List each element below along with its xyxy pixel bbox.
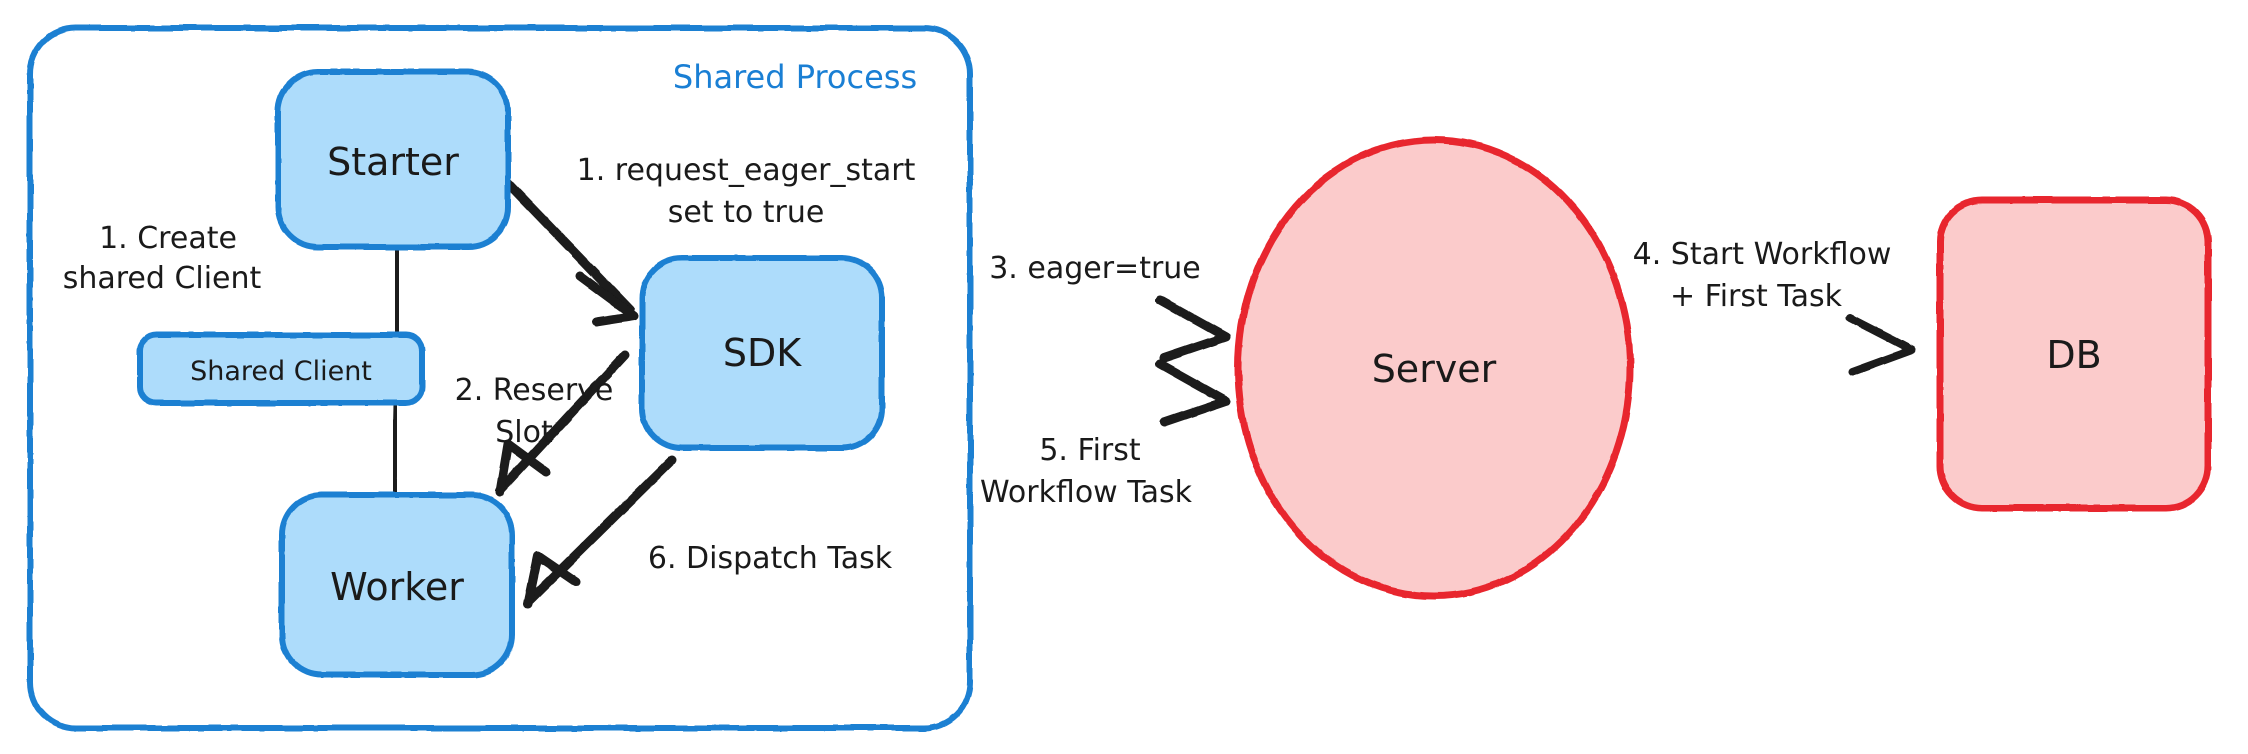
edge-label-5-line2: + First Task [1670, 279, 1843, 314]
node-db-shape [1936, 196, 2212, 512]
edge-label-6-line1: 5. First [1039, 433, 1141, 468]
edge-label-start-workflow: 4. Start Workflow + First Task [1633, 237, 1892, 314]
node-shared-client-label: Shared Client [190, 356, 372, 387]
node-server[interactable]: Server [1234, 136, 1634, 600]
node-shared-client-shape [137, 332, 425, 406]
node-starter-label: Starter [327, 140, 459, 184]
group-shared-process: Shared Process [27, 25, 973, 731]
edge-line-1b [391, 401, 399, 503]
edge-label-1-line2: shared Client [63, 261, 262, 296]
edge-eager-true [884, 295, 1231, 363]
edge-line-2 [495, 170, 635, 315]
node-sdk[interactable]: SDK [639, 255, 885, 451]
edge-label-reserve-slot: 2. Reserve Slot [455, 373, 614, 450]
edge-label-first-workflow-task: 5. First Workflow Task [980, 433, 1193, 510]
edge-reserve-slot [495, 350, 630, 497]
node-sdk-shape [639, 255, 885, 451]
edge-label-1-line1: 1. Create [99, 221, 237, 256]
edge-arrowhead-6 [1155, 359, 1231, 427]
edge-arrowhead-3 [495, 439, 551, 497]
edge-label-4-line1: 3. eager=true [989, 251, 1201, 286]
edge-line-3 [495, 350, 630, 495]
edge-label-dispatch-task: 6. Dispatch Task [648, 541, 893, 576]
node-server-shape [1234, 136, 1634, 600]
edge-label-6-line2: Workflow Task [980, 475, 1193, 510]
edge-arrowhead-7 [523, 551, 581, 609]
edge-line-7 [525, 455, 677, 605]
shared-process-border [27, 25, 973, 731]
node-shared-client[interactable]: Shared Client [137, 332, 425, 406]
edge-arrowhead-4 [1155, 295, 1231, 363]
edge-request-eager-start [495, 170, 639, 327]
node-worker-label: Worker [330, 565, 464, 609]
edge-label-3-line2: Slot [495, 415, 553, 450]
edge-label-2-line2: set to true [668, 195, 825, 230]
edge-label-2-line1: 1. request_eager_start [577, 153, 916, 188]
node-starter[interactable]: Starter [275, 69, 511, 250]
edge-arrowhead-2 [575, 271, 639, 327]
edge-label-5-line1: 4. Start Workflow [1633, 237, 1892, 272]
node-db[interactable]: DB [1936, 196, 2212, 512]
node-server-label: Server [1372, 347, 1497, 391]
edge-first-workflow-task [884, 359, 1231, 427]
node-worker-shape [279, 492, 515, 678]
edge-label-7-line1: 6. Dispatch Task [648, 541, 893, 576]
edge-label-3-line1: 2. Reserve [455, 373, 614, 408]
edge-label-request-eager-start: 1. request_eager_start set to true [577, 153, 916, 230]
edge-label-create-shared-client: 1. Create shared Client [63, 221, 262, 296]
node-sdk-label: SDK [723, 331, 802, 375]
edge-label-eager-true: 3. eager=true [989, 251, 1201, 286]
shared-process-label: Shared Process [673, 58, 917, 96]
edge-start-workflow [1628, 314, 1916, 376]
node-starter-shape [275, 69, 511, 250]
edge-dispatch-task [523, 455, 677, 609]
node-worker[interactable]: Worker [279, 492, 515, 678]
edge-arrowhead-5 [1846, 314, 1916, 376]
node-db-label: DB [2046, 333, 2101, 377]
